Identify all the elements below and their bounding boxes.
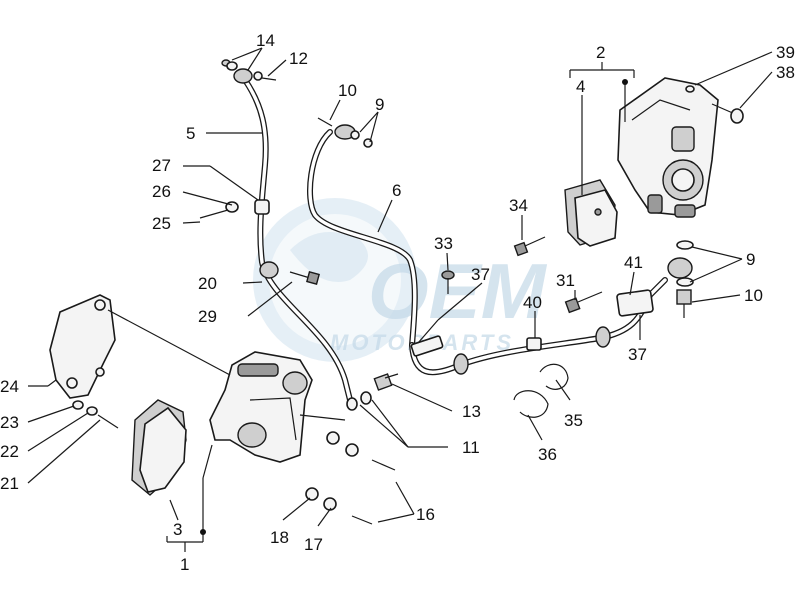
callout-14: 14: [256, 31, 275, 50]
bolt-25-26: [199, 201, 239, 219]
callout-labels: 14 12 10 9 5 27 26 25 6 20 29 33 37 34 2…: [0, 31, 795, 574]
bolt-34: [513, 236, 546, 257]
callout-27: 27: [152, 156, 171, 175]
washers-16-17-18: [305, 431, 396, 525]
caliper-bracket: [49, 294, 116, 399]
bolt-21-22-23: [72, 400, 119, 429]
callout-39: 39: [776, 43, 795, 62]
washer-39: [685, 85, 695, 93]
leader-lines: [27, 47, 773, 552]
callout-35: 35: [564, 411, 583, 430]
callout-25: 25: [152, 214, 171, 233]
callout-34: 34: [509, 196, 528, 215]
callout-37-right: 37: [628, 345, 647, 364]
callout-12: 12: [289, 49, 308, 68]
callout-26: 26: [152, 182, 171, 201]
screw-33: [441, 270, 455, 294]
callout-20: 20: [198, 274, 217, 293]
bolt-38: [711, 103, 744, 124]
callout-21: 21: [0, 474, 19, 493]
callout-40: 40: [523, 293, 542, 312]
callout-5: 5: [186, 124, 195, 143]
callout-13: 13: [462, 402, 481, 421]
callout-36: 36: [538, 445, 557, 464]
rear-brake-caliper: [617, 77, 719, 218]
callout-23: 23: [0, 413, 19, 432]
callout-3: 3: [173, 520, 182, 539]
bolt-31: [564, 291, 603, 314]
callout-11: 11: [462, 438, 480, 457]
watermark-logo: OEM: [368, 247, 548, 335]
front-caliper: [209, 351, 313, 463]
callout-9: 9: [375, 95, 384, 114]
callout-10-right: 10: [744, 286, 763, 305]
callout-6: 6: [392, 181, 401, 200]
callout-17: 17: [304, 535, 323, 554]
rear-brake-pads: [564, 179, 618, 247]
callout-29: 29: [198, 307, 217, 326]
bolt-13: [346, 373, 399, 411]
rear-brake-hose: [307, 117, 418, 348]
bolt-29: [289, 271, 320, 285]
clip-36: [513, 390, 549, 418]
callout-37-top: 37: [471, 265, 490, 284]
callout-18: 18: [270, 528, 289, 547]
callout-4: 4: [576, 77, 585, 96]
callout-24: 24: [0, 377, 19, 396]
callout-10: 10: [338, 81, 357, 100]
callout-9-right: 9: [746, 250, 755, 269]
front-brake-hose: [233, 68, 353, 403]
callout-22: 22: [0, 442, 19, 461]
callout-41: 41: [624, 253, 643, 272]
watermark: OEM MOTORPARTS: [253, 198, 548, 362]
brake-pipe: [409, 240, 694, 376]
callout-16: 16: [416, 505, 435, 524]
callout-38: 38: [776, 63, 795, 82]
clip-35: [539, 363, 569, 390]
front-brake-pads: [131, 399, 187, 496]
banjo-bolt-top-left: [221, 59, 277, 81]
callout-2: 2: [596, 43, 605, 62]
callout-1: 1: [180, 555, 189, 574]
callout-31: 31: [556, 271, 575, 290]
callout-33: 33: [434, 234, 453, 253]
